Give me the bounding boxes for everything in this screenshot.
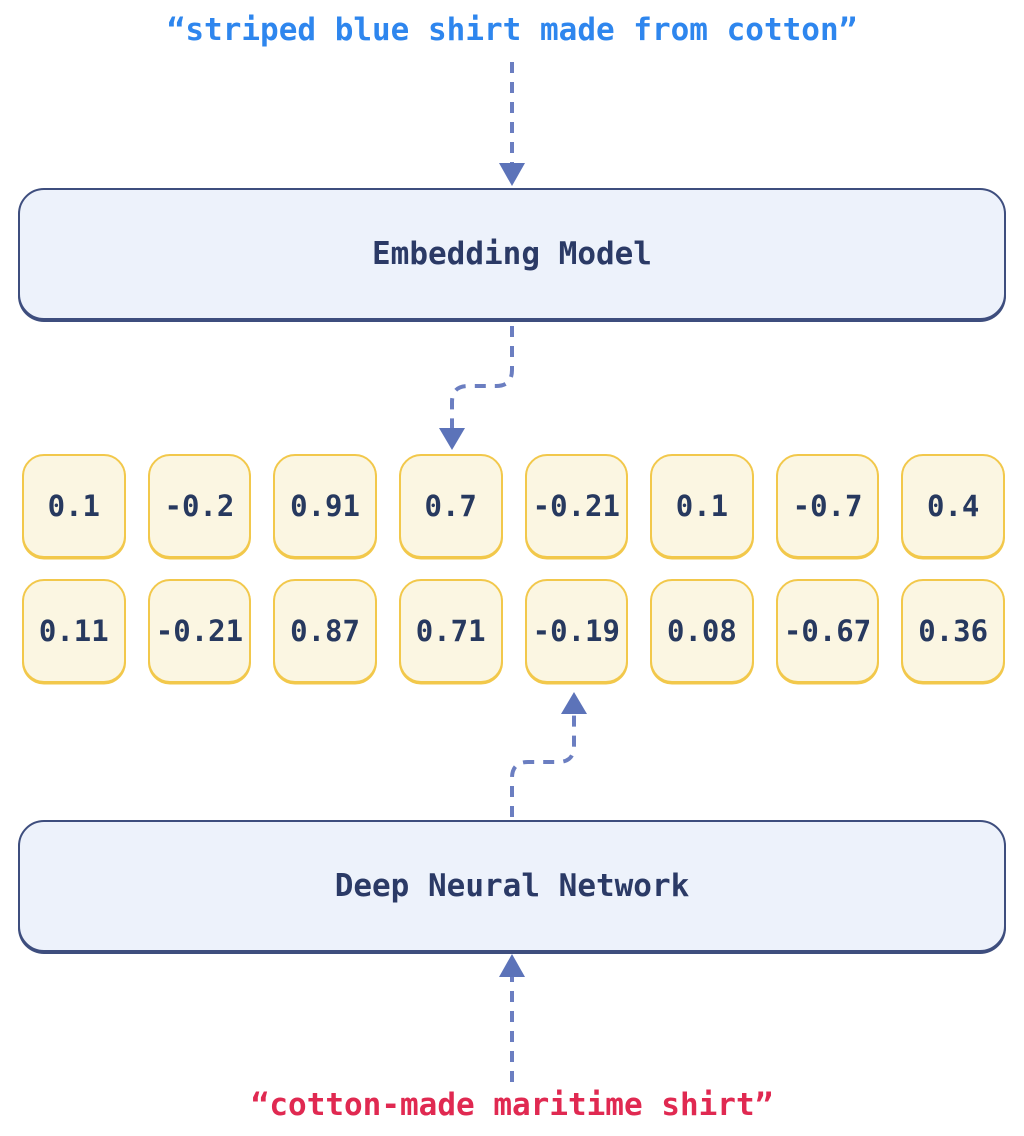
vector-cell: -0.7 <box>775 454 880 558</box>
arrow-down-left-jog-icon <box>439 326 514 450</box>
vector-value: 0.7 <box>424 489 477 523</box>
vector-cell: -0.2 <box>147 454 252 558</box>
vector-cell: -0.21 <box>524 454 629 558</box>
query-text: “striped blue shirt made from cotton” <box>166 12 858 48</box>
vector-value: -0.19 <box>532 614 620 648</box>
vector-cell: 0.91 <box>273 454 377 558</box>
vector-cell: 0.7 <box>398 454 503 558</box>
embedding-model-label: Embedding Model <box>372 236 652 272</box>
vector-cell: -0.67 <box>775 579 880 683</box>
vector-value: -0.21 <box>532 489 620 523</box>
vector-value: 0.71 <box>415 614 486 648</box>
vector-cell: 0.4 <box>901 454 1005 558</box>
document-text: “cotton-made maritime shirt” <box>250 1087 774 1123</box>
vector-value: 0.11 <box>38 614 109 648</box>
vector-cell: 0.1 <box>22 454 126 558</box>
arrow-down-icon <box>499 62 525 186</box>
vector-cell: -0.19 <box>524 579 629 683</box>
vector-value: 0.1 <box>47 489 100 523</box>
vector-row-1: 0.1 -0.2 0.91 0.7 -0.21 0.1 -0.7 <box>22 454 1005 558</box>
vector-value: -0.2 <box>164 489 235 523</box>
arrow-up-right-jog-icon <box>510 692 587 817</box>
vector-cell: -0.21 <box>147 579 252 683</box>
deep-neural-network-box: Deep Neural Network <box>18 820 1006 952</box>
vector-value: 0.91 <box>290 489 360 523</box>
vector-value: 0.4 <box>926 489 980 523</box>
vector-value: -0.7 <box>792 489 863 523</box>
embedding-model-box: Embedding Model <box>18 188 1006 320</box>
vector-cell: 0.71 <box>398 579 503 683</box>
vector-value: 0.1 <box>675 489 729 523</box>
vector-value: -0.21 <box>155 614 244 648</box>
vector-cell: 0.11 <box>22 579 126 683</box>
vector-cell: 0.1 <box>650 454 754 558</box>
vector-value: -0.67 <box>783 614 872 648</box>
vector-value: 0.36 <box>918 614 989 648</box>
vector-value: 0.08 <box>667 614 737 648</box>
vector-value: 0.87 <box>290 614 360 648</box>
arrow-up-icon <box>499 954 525 1082</box>
vector-cell: 0.08 <box>650 579 754 683</box>
vector-cell: 0.36 <box>901 579 1005 683</box>
deep-neural-network-label: Deep Neural Network <box>334 868 690 904</box>
vector-row-2: 0.11 -0.21 0.87 0.71 -0.19 0.08 -0.67 <box>22 579 1005 683</box>
vector-cell: 0.87 <box>273 579 377 683</box>
